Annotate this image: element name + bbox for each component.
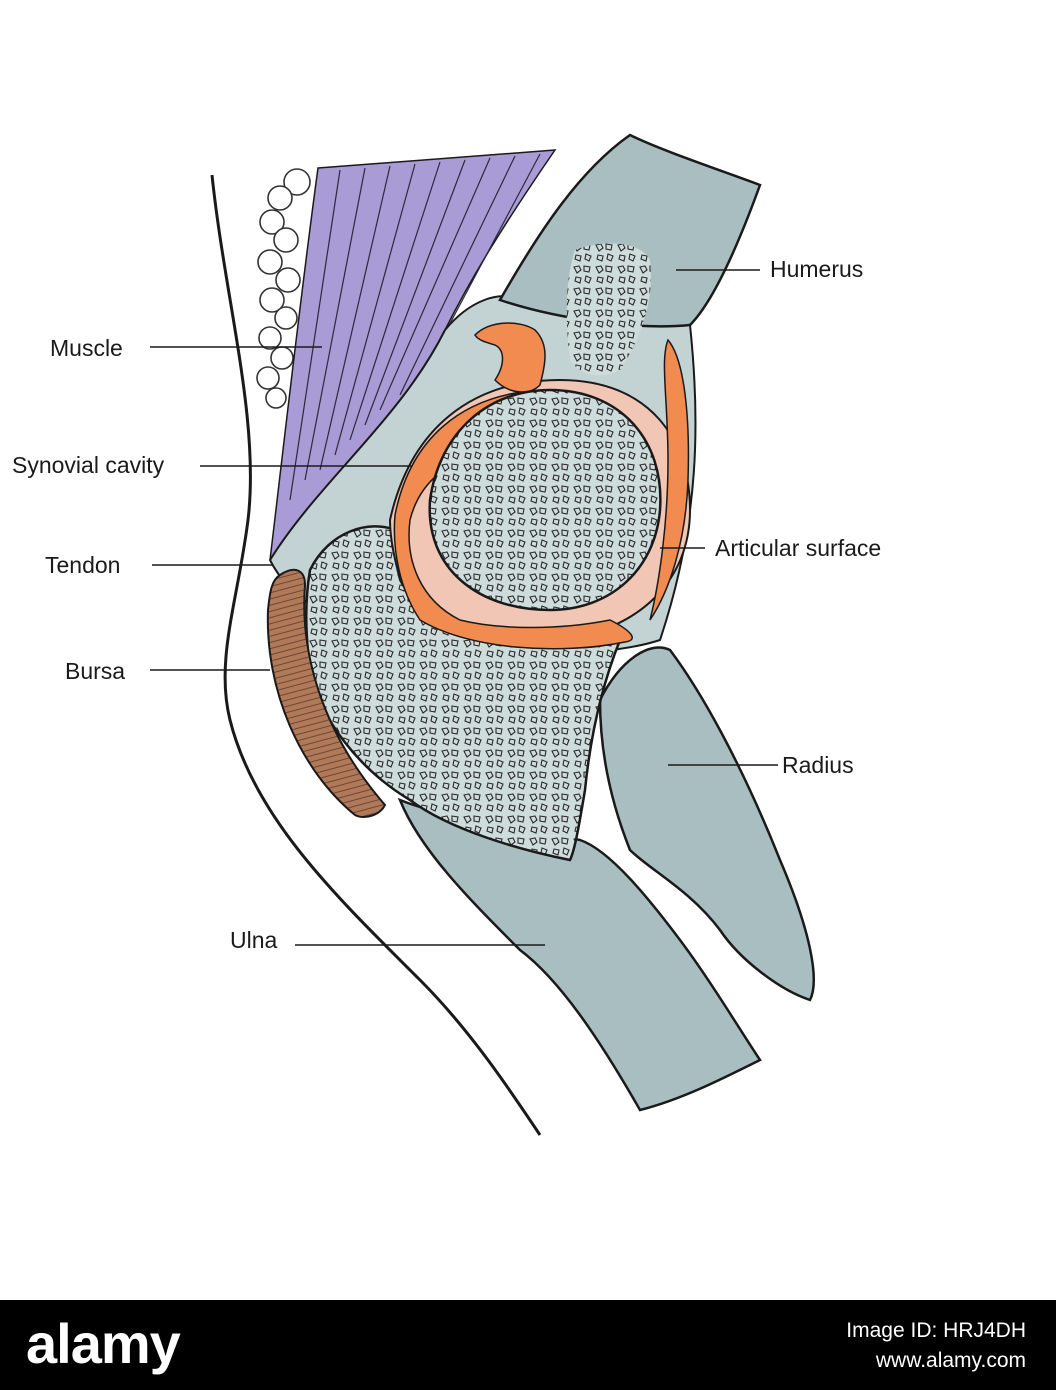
humerus-medullary	[566, 243, 651, 376]
label-radius: Radius	[782, 752, 854, 778]
label-tendon: Tendon	[45, 552, 121, 578]
fat-tissue	[256, 168, 311, 409]
label-articular-surface: Articular surface	[715, 535, 882, 561]
humerus-head	[428, 388, 662, 612]
posterior-cartilage	[649, 338, 690, 621]
footer-url: www.alamy.com	[875, 1349, 1026, 1372]
bursa-shape	[266, 568, 387, 818]
skin-outline	[210, 174, 542, 1136]
footer-logo: alamy	[26, 1312, 181, 1375]
leader-lines	[150, 269, 778, 946]
footer-image-code: Image ID: HRJ4DH	[846, 1319, 1026, 1342]
label-humerus: Humerus	[770, 256, 864, 282]
muscle-fibers	[289, 153, 541, 501]
label-muscle: Muscle	[50, 335, 123, 361]
elbow-joint-illustration	[150, 133, 815, 1136]
label-ulna: Ulna	[230, 927, 278, 953]
label-bursa: Bursa	[65, 658, 126, 684]
label-synovial-cavity: Synovial cavity	[12, 452, 165, 478]
radius-shape	[598, 646, 815, 1002]
footer-banner: alamy Image ID: HRJ4DH www.alamy.com	[0, 1300, 1056, 1390]
ulna-shaft	[397, 797, 762, 1112]
